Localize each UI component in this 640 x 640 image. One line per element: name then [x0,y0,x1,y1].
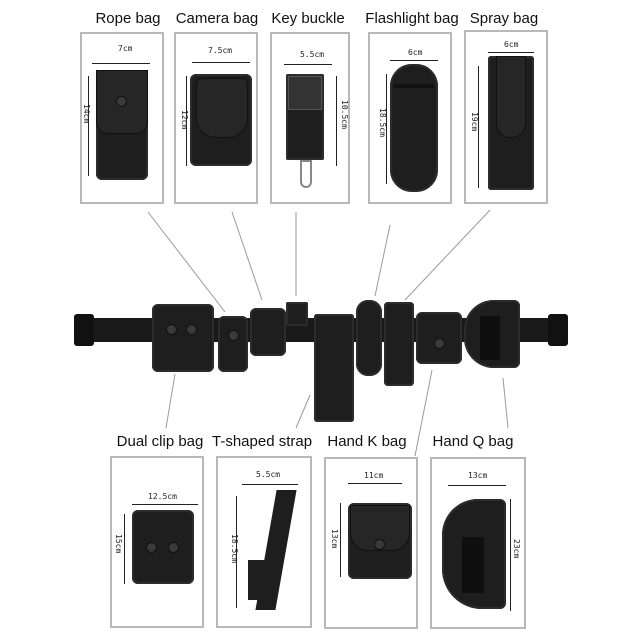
width-dimension: 5.5cm [300,50,325,59]
height-dimension: 14cm [82,104,91,124]
item-box: 5.5cm 10.5cm [270,32,350,204]
width-dimension: 13cm [468,471,488,480]
spray-bag-image [488,56,534,190]
item-label: Camera bag [175,10,259,27]
width-dimension: 5.5cm [256,470,281,479]
rope-bag-image [96,70,148,180]
item-box: 6cm 19cm [464,30,548,204]
item-label: T-shaped strap [212,433,313,450]
t-strap-image [248,490,300,610]
duty-belt-image [74,300,568,430]
item-box: 5.5cm 18.5cm [216,456,312,628]
height-dimension: 10.5cm [340,100,349,129]
item-label: Rope bag [95,10,161,27]
item-box: 7cm 14cm [80,32,164,204]
camera-bag-image [190,74,252,166]
dual-clip-bag-image [132,510,194,584]
height-dimension: 15cm [114,534,123,554]
item-box: 12.5cm 15cm [110,456,204,628]
key-buckle-image [286,74,324,188]
width-dimension: 11cm [364,471,384,480]
item-box: 6cm 18.5cm [368,32,452,204]
item-label: Dual clip bag [116,433,204,450]
item-label: Hand K bag [327,433,407,450]
item-box: 13cm 23cm [430,457,526,629]
width-dimension: 6cm [408,48,423,57]
width-dimension: 12.5cm [148,492,177,501]
height-dimension: 13cm [330,529,339,549]
height-dimension: 12cm [180,110,189,130]
hand-k-bag-image [348,503,412,579]
width-dimension: 7cm [118,44,133,53]
height-dimension: 23cm [512,539,521,559]
hand-q-bag-image [442,499,506,609]
height-dimension: 18.5cm [378,108,387,137]
item-box: 7.5cm 12cm [174,32,258,204]
item-label: Flashlight bag [365,10,459,27]
flashlight-bag-image [390,64,438,192]
height-dimension: 18.5cm [230,534,239,563]
width-dimension: 7.5cm [208,46,233,55]
width-dimension: 6cm [504,40,519,49]
height-dimension: 19cm [470,112,479,132]
item-label: Key buckle [271,10,345,27]
item-label: Hand Q bag [432,433,514,450]
item-label: Spray bag [469,10,539,27]
item-box: 11cm 13cm [324,457,418,629]
